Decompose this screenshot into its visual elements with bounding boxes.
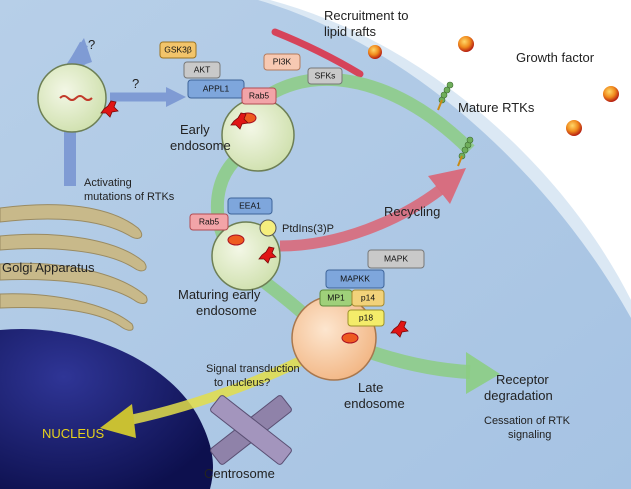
- svg-text:MP1: MP1: [327, 292, 345, 302]
- box-eea1: EEA1: [227, 197, 273, 215]
- early-endosome: [221, 98, 295, 172]
- nucleus-label: NUCLEUS: [42, 426, 104, 441]
- vesicle-ligand: [100, 100, 119, 118]
- centrosome: [210, 395, 292, 465]
- maturing-label-line1: Maturing early: [178, 287, 261, 302]
- box-sfks: SFKs: [307, 67, 343, 85]
- svg-text:GSK3β: GSK3β: [164, 44, 192, 54]
- ptdins-label: PtdIns(3)P: [282, 223, 334, 235]
- recruitment-label-line2: lipid rafts: [324, 24, 377, 39]
- question-mark-top: ?: [88, 37, 95, 52]
- golgi-apparatus: [0, 204, 148, 331]
- question-mark-mid: ?: [132, 76, 139, 91]
- activating-label-line1: Activating: [84, 177, 132, 189]
- svg-text:Rab5: Rab5: [199, 216, 220, 226]
- box-gsk3b: GSK3β: [159, 41, 197, 59]
- centrosome-label: Centrosome: [204, 466, 275, 481]
- golgi-label: Golgi Apparatus: [2, 260, 95, 275]
- svg-text:APPL1: APPL1: [203, 83, 230, 93]
- mature-rtks-label: Mature RTKs: [458, 100, 535, 115]
- box-p14: p14: [351, 289, 385, 307]
- box-rab5-top: Rab5: [241, 87, 277, 105]
- signal-label-line1: Signal transduction: [206, 363, 300, 375]
- late-endosome-label-line1: Late: [358, 380, 383, 395]
- box-mapk: MAPK: [367, 249, 425, 269]
- svg-text:Rab5: Rab5: [249, 90, 270, 100]
- late-endosome: [291, 295, 377, 381]
- svg-text:EEA1: EEA1: [239, 200, 261, 210]
- svg-text:AKT: AKT: [194, 64, 211, 74]
- receptor-degradation-line1: Receptor: [496, 372, 549, 387]
- box-akt: AKT: [183, 61, 221, 79]
- svg-text:SFKs: SFKs: [315, 70, 336, 80]
- signal-label-line2: to nucleus?: [214, 377, 270, 389]
- svg-text:MAPK: MAPK: [384, 253, 408, 263]
- box-p18: p18: [347, 309, 385, 327]
- mature-rtks: [437, 81, 474, 167]
- recycling-arrowhead: [428, 168, 466, 204]
- nucleus: [0, 328, 213, 489]
- late-endosome-label-line2: endosome: [344, 396, 405, 411]
- growth-factor-label: Growth factor: [516, 50, 595, 65]
- recruitment-label-line1: Recruitment to: [324, 8, 409, 23]
- svg-text:PI3K: PI3K: [273, 56, 292, 66]
- vesicle: [37, 63, 107, 133]
- box-rab5-mid: Rab5: [189, 213, 229, 231]
- svg-text:p14: p14: [361, 292, 375, 302]
- early-endosome-label-line2: endosome: [170, 138, 231, 153]
- growth-factors: [368, 36, 619, 136]
- cessation-line2: signaling: [508, 429, 551, 441]
- signal-transduction-arrowhead: [100, 404, 136, 438]
- maturing-label-line2: endosome: [196, 303, 257, 318]
- recycling-label: Recycling: [384, 204, 440, 219]
- cessation-line1: Cessation of RTK: [484, 415, 571, 427]
- activating-label-line2: mutations of RTKs: [84, 191, 175, 203]
- box-mapkk: MAPKK: [325, 269, 385, 289]
- svg-text:MAPKK: MAPKK: [340, 273, 370, 283]
- degradation-arrowhead: [466, 352, 500, 394]
- receptor-degradation-line2: degradation: [484, 388, 553, 403]
- lipid-raft: [271, 28, 364, 78]
- ptdins-marker: [259, 219, 277, 237]
- svg-text:p18: p18: [359, 312, 373, 322]
- box-appl1: APPL1: [187, 79, 245, 99]
- box-pi3k: PI3K: [263, 53, 301, 71]
- recycling-arrow: [279, 185, 444, 252]
- box-mp1: MP1: [319, 289, 353, 307]
- early-endosome-label-line1: Early: [180, 122, 210, 137]
